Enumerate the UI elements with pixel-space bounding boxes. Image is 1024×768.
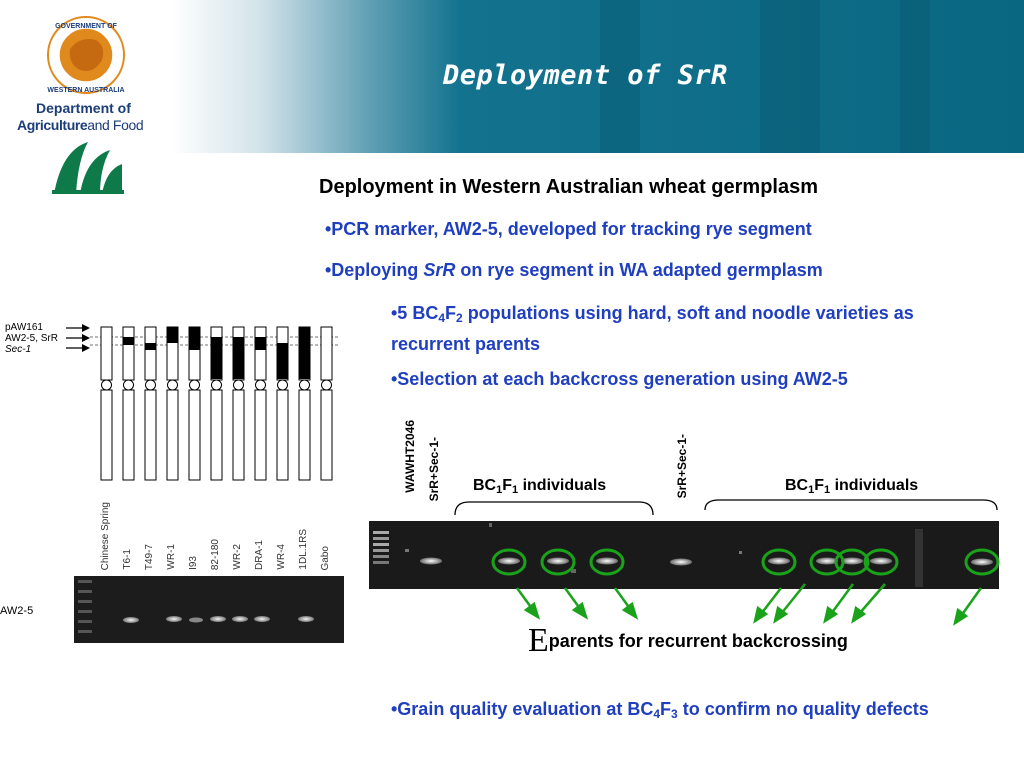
bullet-selection: •Selection at each backcross generation … <box>391 369 848 389</box>
rye-segment <box>167 327 178 343</box>
lane-label: Chinese Spring <box>100 501 111 570</box>
header-stripe <box>600 0 640 153</box>
lane-label: 1DL.1RS <box>298 529 309 570</box>
chromosome-long-arm <box>144 389 157 481</box>
centromere <box>255 379 266 391</box>
svg-text:GOVERNMENT OF: GOVERNMENT OF <box>55 23 118 30</box>
chromosome-long-arm <box>188 389 201 481</box>
chromosome-long-arm <box>320 389 333 481</box>
chromosome-long-arm <box>276 389 289 481</box>
lane-label: WR-1 <box>166 544 177 570</box>
chromosome-long-arm <box>210 389 223 481</box>
gel-bands-right <box>373 523 993 587</box>
centromere <box>167 379 178 391</box>
bullet-populations: •5 BC4F2 populations using hard, soft an… <box>391 303 914 354</box>
marker-label-aw25: AW2-5, SrR <box>5 333 58 344</box>
lane-label: I93 <box>188 556 199 570</box>
svg-text:WESTERN AUSTRALIA: WESTERN AUSTRALIA <box>47 87 124 94</box>
rye-segment <box>145 343 156 350</box>
rye-segment <box>233 337 244 379</box>
slide-title: Deployment of SrR <box>443 60 728 91</box>
parents-caption: Eparents for recurrent backcrossing <box>528 622 848 659</box>
rye-segment <box>299 327 310 379</box>
centromere <box>101 379 112 391</box>
chromosome-short-arm <box>320 326 333 381</box>
group-label-bc1f1-second: BC1F1 individuals <box>785 477 919 496</box>
centromere <box>299 379 310 391</box>
lane-label-wawht2046: WAWHT2046 <box>403 420 417 493</box>
chromosome-short-arm <box>122 326 135 381</box>
chromosome-diagram <box>66 324 340 481</box>
rye-segment <box>255 337 266 350</box>
department-name-line1: Department of <box>36 100 131 116</box>
agriculture-logo-icon <box>52 142 124 194</box>
chromosome-lanes <box>100 326 333 481</box>
brace-group-2 <box>704 499 998 511</box>
selection-arrows <box>515 583 983 626</box>
header-stripe <box>760 0 820 153</box>
bullet-pcr-marker: •PCR marker, AW2-5, developed for tracki… <box>325 219 812 239</box>
marker-label-pAW161: pAW161 <box>5 322 43 333</box>
lane-label: DRA-1 <box>254 539 265 570</box>
brace-group-1 <box>454 501 654 516</box>
lane-label: WR-4 <box>276 544 287 570</box>
government-seal-logo: GOVERNMENT OF WESTERN AUSTRALIA <box>47 16 125 94</box>
rye-segment <box>277 343 288 379</box>
lane-label: T49-7 <box>144 543 155 570</box>
chromosome-short-arm <box>254 326 267 381</box>
rye-segment <box>211 337 222 379</box>
gel-label-aw25: AW2-5 <box>0 605 34 617</box>
chromosome-short-arm <box>144 326 157 381</box>
lane-label: T6-1 <box>122 549 133 570</box>
section-heading: Deployment in Western Australian wheat g… <box>319 176 819 198</box>
chromosome-short-arm <box>100 326 113 381</box>
header-stripe <box>900 0 930 153</box>
gel-annotations <box>454 499 1000 626</box>
gel-image-left <box>74 576 344 643</box>
selected-band-circles <box>491 548 1000 576</box>
lane-label-srr-sec1-b: SrR+Sec-1- <box>675 434 689 499</box>
department-name-line2: Agricultureand Food <box>17 117 144 133</box>
marker-label-sec1: Sec-1 <box>5 344 32 355</box>
centromere <box>211 379 222 391</box>
group-label-bc1f1-first: BC1F1 individuals <box>473 477 607 496</box>
chromosome-long-arm <box>298 389 311 481</box>
gel-bands-left <box>78 580 314 633</box>
lane-label: Gabo <box>320 545 331 570</box>
chromosome-long-arm <box>166 389 179 481</box>
chromosome-long-arm <box>100 389 113 481</box>
rye-segment <box>189 327 200 350</box>
rye-segment <box>123 337 134 345</box>
chromosome-long-arm <box>232 389 245 481</box>
centromere <box>321 379 332 391</box>
lane-label: 82-180 <box>210 538 221 570</box>
lane-label: WR-2 <box>232 544 243 570</box>
centromere <box>189 379 200 391</box>
chromosome-long-arm <box>122 389 135 481</box>
centromere <box>123 379 134 391</box>
bullet-grain-quality: •Grain quality evaluation at BC4F3 to co… <box>391 699 929 721</box>
centromere <box>277 379 288 391</box>
header-band: Deployment of SrR <box>0 0 1024 153</box>
bullet-deploying: •Deploying SrR on rye segment in WA adap… <box>325 260 823 280</box>
centromere <box>145 379 156 391</box>
centromere <box>233 379 244 391</box>
chromosome-long-arm <box>254 389 267 481</box>
